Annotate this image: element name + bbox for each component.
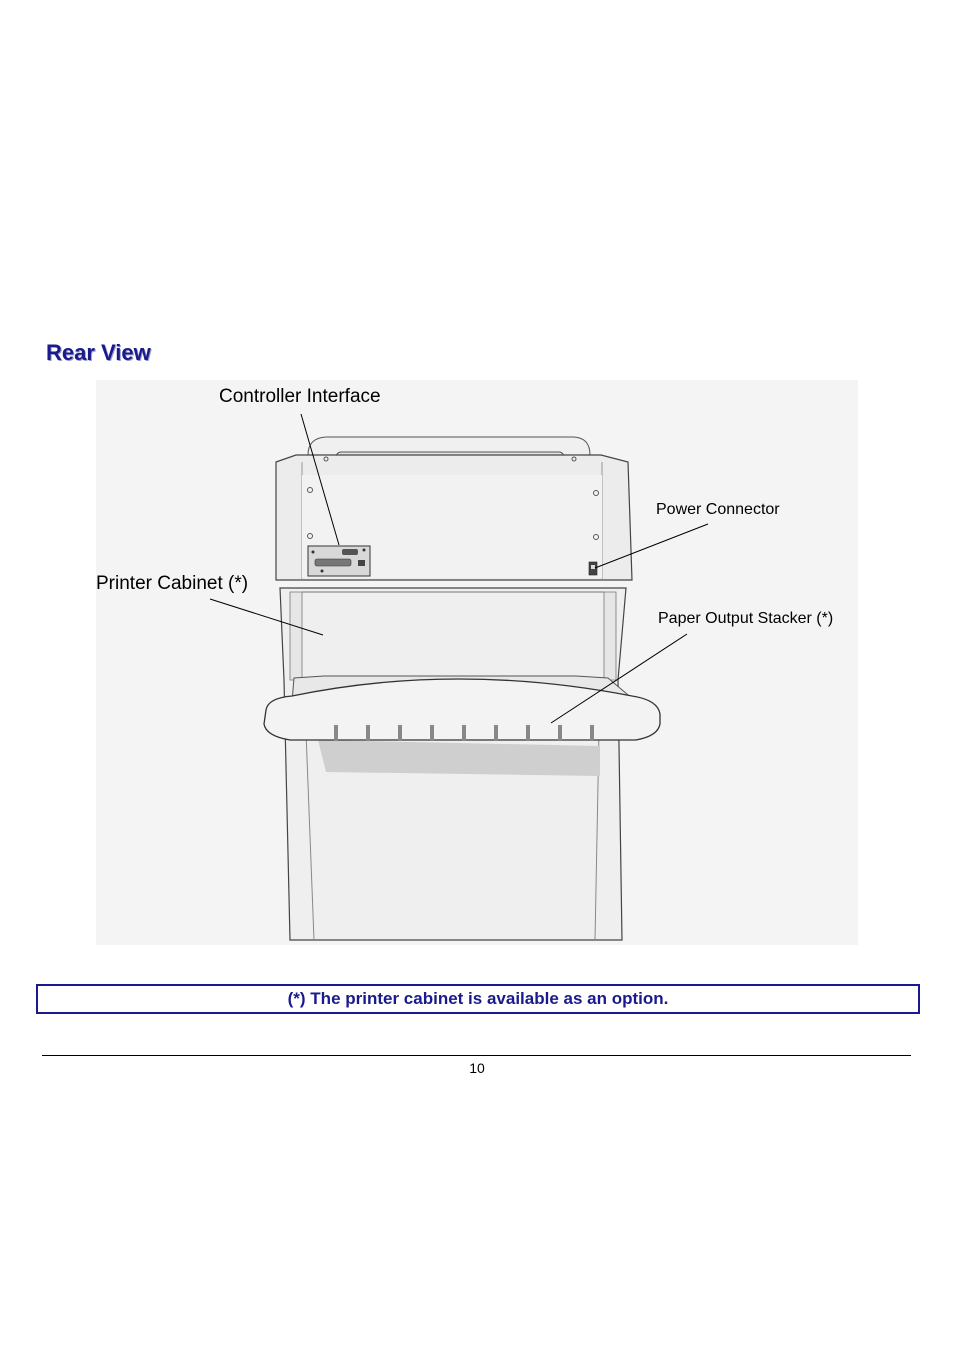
cabinet-body [279,587,627,941]
leader-controller-interface [300,413,340,546]
note-box: (*) The printer cabinet is available as … [36,984,920,1014]
paper-output-stacker [263,675,661,741]
leader-paper-output-stacker [550,633,688,724]
rear-view-illustration: Controller Interface Power Connector Pri… [96,380,858,945]
power-connector [588,561,598,576]
callout-controller-interface: Controller Interface [219,386,381,407]
leader-printer-cabinet [209,598,324,636]
callout-paper-output-stacker: Paper Output Stacker (*) [658,610,834,627]
controller-interface-panel [307,545,371,577]
callout-printer-cabinet: Printer Cabinet (*) [96,573,249,594]
section-title: Rear View [46,340,151,365]
page-number: 10 [469,1060,485,1076]
leader-power-connector [594,523,709,569]
footer-rule [42,1055,911,1056]
note-text: (*) The printer cabinet is available as … [287,989,669,1008]
callout-power-connector: Power Connector [656,501,780,518]
